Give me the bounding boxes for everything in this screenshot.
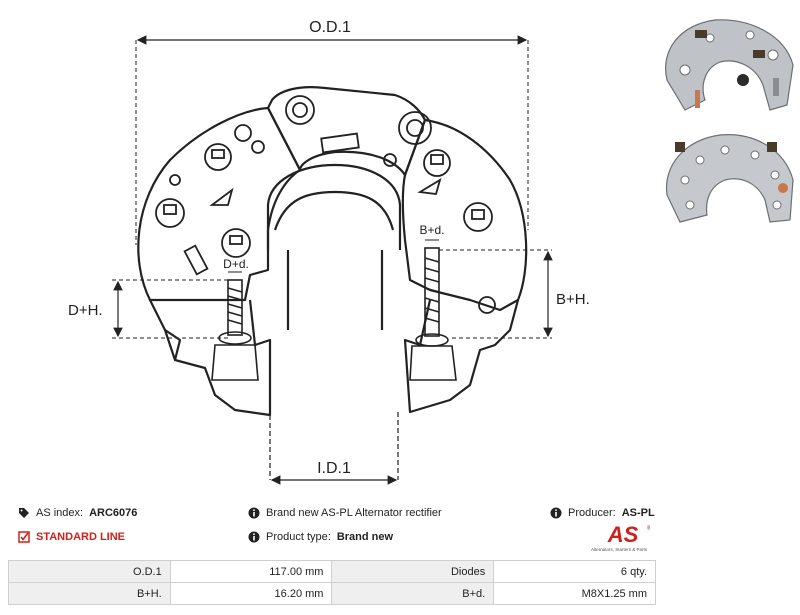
producer-label: Producer: <box>568 507 616 519</box>
standard-line: STANDARD LINE <box>18 531 125 543</box>
specs-table: O.D.1 117.00 mm Diodes 6 qty. B+H. 16.20… <box>8 560 656 605</box>
tag-icon <box>19 508 29 518</box>
standard-line-label: STANDARD LINE <box>36 531 126 543</box>
checkbox-icon <box>18 531 30 543</box>
bd-label: B+d. <box>419 223 444 237</box>
product-photos <box>665 19 794 223</box>
logo-brand: AS <box>607 522 639 547</box>
as-index-label: AS index: <box>36 507 84 519</box>
logo-tagline: Alternators, Starters & Parts <box>591 547 648 552</box>
product-photo-bottom <box>665 134 794 223</box>
producer-value: AS-PL <box>621 507 655 519</box>
svg-text:®: ® <box>647 525 650 532</box>
as-index: AS index: ARC6076 <box>18 507 137 519</box>
product-type-label: Product type: <box>266 531 331 543</box>
table-row: B+H. 16.20 mm B+d. M8X1.25 mm <box>8 582 656 605</box>
spec-value: 6 qty. <box>493 560 656 583</box>
spec-label: Diodes <box>331 560 495 583</box>
id-label: I.D.1 <box>317 460 351 477</box>
as-index-value: ARC6076 <box>89 507 138 519</box>
rectifier-technical-drawing: O.D.1 <box>68 19 590 485</box>
spec-label: O.D.1 <box>8 560 171 583</box>
spec-label: B+H. <box>8 582 171 605</box>
spec-label: B+d. <box>331 582 495 605</box>
product-type-value: Brand new <box>336 531 394 543</box>
as-pl-logo: AS ® Alternators, Starters & Parts <box>591 522 650 552</box>
table-row: O.D.1 117.00 mm Diodes 6 qty. <box>8 560 656 583</box>
spec-value: M8X1.25 mm <box>493 582 656 605</box>
bh-label: B+H. <box>556 291 590 308</box>
spec-value: 16.20 mm <box>169 582 333 605</box>
description: Brand new AS-PL Alternator rectifier <box>248 507 442 519</box>
info-icon <box>550 507 562 519</box>
dh-label: D+H. <box>68 302 103 319</box>
description-text: Brand new AS-PL Alternator rectifier <box>266 507 442 519</box>
od-label: O.D.1 <box>309 19 351 36</box>
product-type: Product type: Brand new <box>248 531 393 543</box>
producer: Producer: AS-PL <box>550 507 655 519</box>
spec-value: 117.00 mm <box>169 560 333 583</box>
product-photo-top <box>665 19 794 111</box>
info-icon <box>248 531 260 543</box>
dd-label: D+d. <box>223 257 249 271</box>
info-icon <box>248 507 260 519</box>
